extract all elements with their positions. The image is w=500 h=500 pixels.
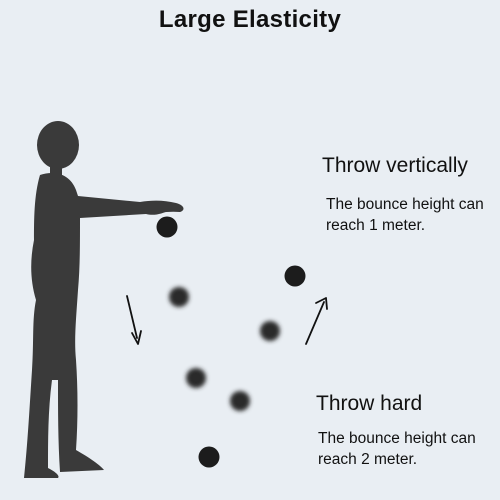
ball	[284, 265, 306, 287]
throw-vertically-heading: Throw vertically	[322, 154, 468, 177]
bouncing-balls	[156, 216, 306, 468]
up-arrow-icon	[305, 297, 328, 345]
person-silhouette	[24, 121, 184, 478]
ball-blurred	[230, 391, 250, 411]
down-arrow-icon	[126, 295, 142, 345]
ball-blurred	[169, 287, 189, 307]
ball	[156, 216, 178, 238]
throw-hard-description: The bounce height can reach 2 meter.	[318, 430, 476, 468]
page-title: Large Elasticity	[158, 6, 342, 33]
ball	[198, 446, 220, 468]
ball-blurred	[186, 368, 206, 388]
ball-blurred	[260, 321, 280, 341]
throw-vertically-description: The bounce height can reach 1 meter.	[326, 196, 484, 234]
throw-hard-heading: Throw hard	[316, 392, 423, 415]
